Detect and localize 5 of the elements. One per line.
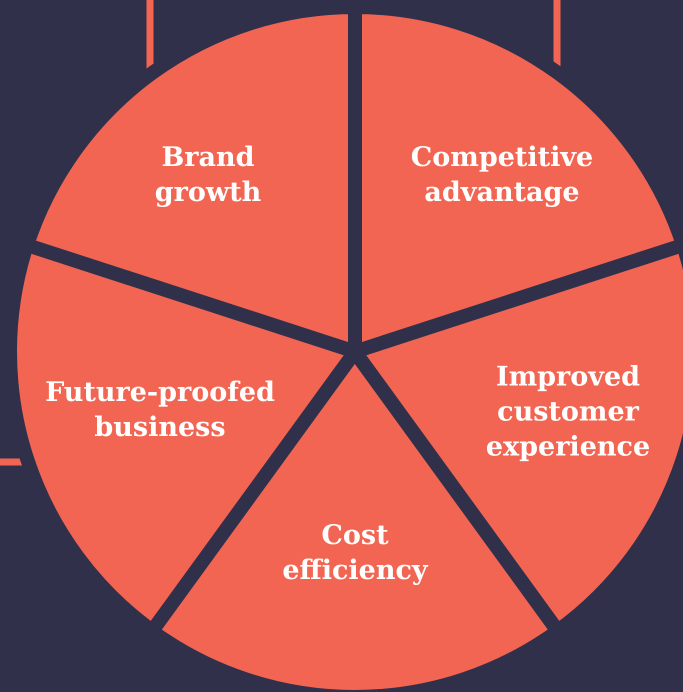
segment-label: Competitive advantage <box>410 141 594 210</box>
segment-label: Cost efficiency <box>281 519 430 588</box>
segment-label: Future-proofed business <box>44 376 276 445</box>
segment-label: Brand growth <box>154 141 262 210</box>
segment-label: Improved customer experience <box>484 360 652 464</box>
